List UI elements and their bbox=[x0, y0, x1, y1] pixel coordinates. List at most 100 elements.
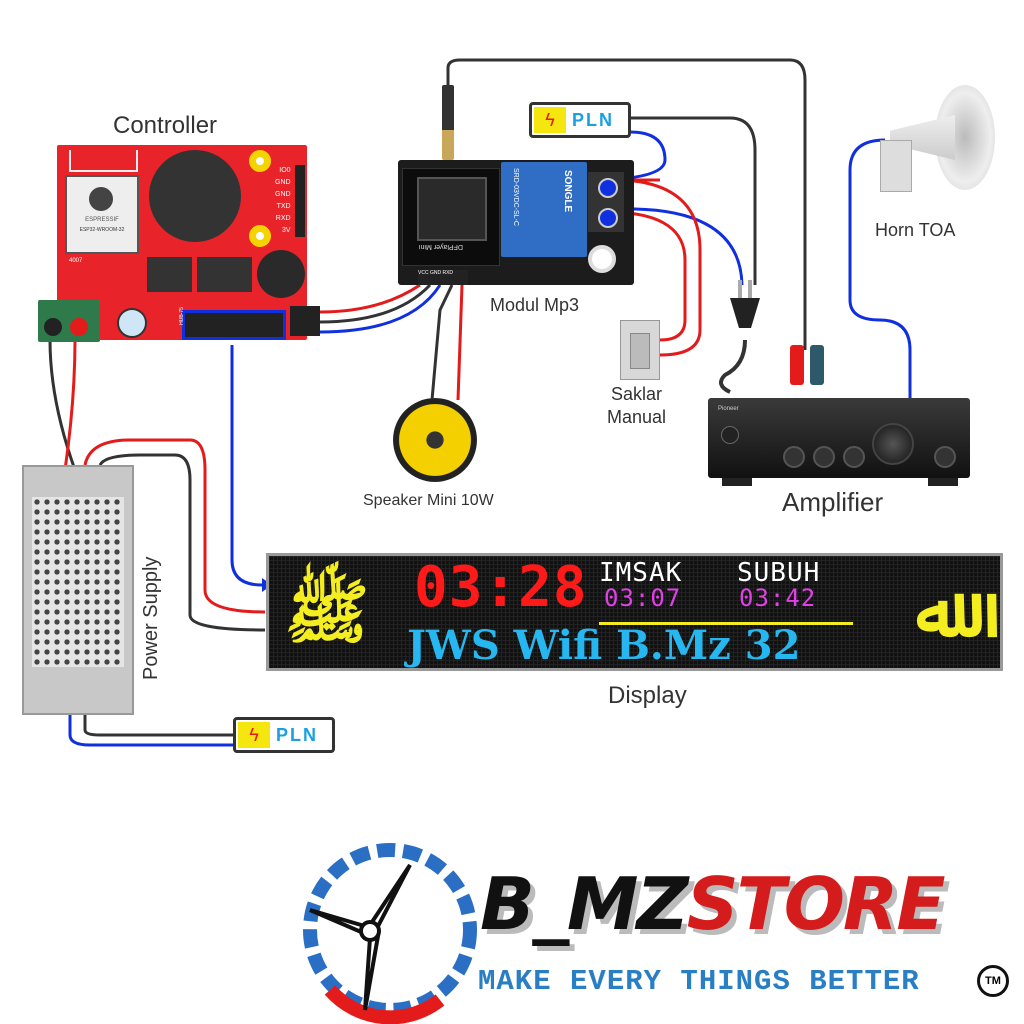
manual-switch bbox=[620, 320, 660, 380]
wire-psu-ctrl-black bbox=[48, 339, 77, 471]
brand-part1: B_MZ bbox=[480, 862, 689, 946]
buzzer bbox=[257, 250, 305, 298]
relay-model: SRD-03VDC-SL-C bbox=[512, 168, 519, 226]
ic-chip-1 bbox=[147, 257, 192, 292]
switch-label-line1: Saklar bbox=[611, 384, 663, 404]
horn-label: Horn TOA bbox=[875, 220, 956, 240]
serial-pins bbox=[290, 306, 320, 336]
wire-speaker-red bbox=[456, 284, 464, 401]
dc-terminal bbox=[38, 300, 100, 342]
mp3-board: DFPlayer Mini SONGLE SRD-03VDC-SL-C bbox=[398, 160, 634, 285]
wire-horn-blue bbox=[848, 138, 912, 400]
pin-label: RXD bbox=[442, 270, 454, 276]
pln-top: ϟ PLN bbox=[529, 102, 631, 138]
prayer2-time: 03:42 bbox=[739, 584, 817, 612]
wire-psu-pln-black bbox=[83, 712, 235, 737]
wire-psu-display-red bbox=[83, 438, 266, 614]
power-supply-label: Power Supply bbox=[140, 556, 162, 680]
pln-logo-icon: ϟ bbox=[238, 722, 270, 748]
power-plug bbox=[730, 280, 760, 330]
pln-bottom-label: PLN bbox=[276, 725, 318, 745]
mount-hole-1 bbox=[249, 150, 271, 172]
sd-card-slot bbox=[417, 177, 487, 241]
controller-label: Controller bbox=[113, 112, 218, 139]
espressif-logo-icon bbox=[89, 187, 113, 211]
speaker-mini bbox=[393, 398, 477, 482]
display-label: Display bbox=[608, 682, 687, 709]
pln-top-label: PLN bbox=[572, 110, 614, 130]
divider-line bbox=[599, 622, 853, 625]
brand-name: B_MZSTORE bbox=[480, 862, 946, 946]
brand-part2: STORE bbox=[686, 862, 946, 946]
prayer2-name: SUBUH bbox=[737, 558, 821, 588]
dfplayer: DFPlayer Mini bbox=[402, 168, 500, 266]
module-text: ESP32-WROOM-32 bbox=[79, 227, 125, 233]
prayer1-time: 03:07 bbox=[604, 584, 682, 612]
knob-balance bbox=[843, 446, 865, 468]
amp-brand: Pioneer bbox=[718, 406, 739, 412]
horn-speaker bbox=[880, 85, 1000, 195]
tagline: MAKE EVERY THINGS BETTER bbox=[478, 965, 920, 998]
pin-label: TXD bbox=[276, 203, 291, 210]
pln-bottom: ϟ PLN bbox=[233, 717, 335, 753]
pin-label: RXD bbox=[275, 215, 291, 222]
pln-logo-icon: ϟ bbox=[534, 107, 566, 133]
hub75-header bbox=[182, 310, 286, 340]
pin-label: GND bbox=[275, 179, 291, 186]
calligraphy-allah-icon: ﷲ bbox=[915, 571, 957, 653]
clock-time: 03:28 bbox=[414, 555, 588, 620]
switch-label-line2: Manual bbox=[607, 407, 667, 427]
prayer1-name: IMSAK bbox=[599, 558, 683, 588]
wire-hub75-blue bbox=[230, 345, 263, 587]
led-display: ﷺ 03:28 IMSAK 03:07 SUBUH 03:42 JWS Wifi… bbox=[266, 553, 1003, 671]
wire-ctrl-mp3-red bbox=[319, 283, 421, 314]
psu-vent-grid bbox=[32, 497, 124, 667]
speaker-label: Speaker Mini 10W bbox=[363, 492, 494, 509]
espressif-text: ESPRESSIF bbox=[85, 217, 119, 223]
trademark-badge: TM bbox=[977, 965, 1009, 997]
mp3-label: Modul Mp3 bbox=[490, 295, 580, 315]
volume-knob bbox=[872, 423, 914, 465]
screw-terminal-2 bbox=[588, 202, 624, 232]
power-supply bbox=[22, 465, 134, 715]
wire-pln-black bbox=[630, 116, 757, 285]
scroll-text: JWS Wifi B.Mz 32 bbox=[407, 622, 801, 669]
amp-foot bbox=[722, 478, 752, 486]
knob-bass bbox=[783, 446, 805, 468]
battery-holder bbox=[149, 150, 241, 242]
wire-switch-red-2 bbox=[599, 210, 687, 342]
input-selector-knob bbox=[934, 446, 956, 468]
switch-label: Saklar Manual bbox=[607, 383, 666, 429]
wire-audio-cable bbox=[446, 58, 807, 350]
pin-header bbox=[295, 165, 305, 237]
screw-terminal-1 bbox=[588, 172, 624, 202]
amp-foot bbox=[928, 478, 958, 486]
pin-labels: IO0 GND GND TXD RXD 3V bbox=[275, 165, 291, 237]
wire-switch-red-1 bbox=[599, 178, 702, 357]
power-knob bbox=[721, 426, 739, 444]
audio-jack bbox=[442, 85, 454, 160]
wire-psu-pln-blue bbox=[68, 715, 235, 747]
ic-chip-2 bbox=[197, 257, 252, 292]
wire-speaker-black bbox=[430, 284, 454, 401]
rca-plugs bbox=[790, 345, 830, 390]
pin-label: 3V bbox=[282, 227, 291, 234]
relay: SONGLE SRD-03VDC-SL-C bbox=[501, 162, 587, 257]
calligraphy-muhammad-icon: ﷺ bbox=[284, 571, 370, 653]
dfplayer-text: DFPlayer Mini bbox=[419, 243, 463, 250]
knob-treble bbox=[813, 446, 835, 468]
relay-brand: SONGLE bbox=[562, 170, 573, 213]
esp32-module: ESPRESSIF ESP32-WROOM-32 bbox=[65, 175, 139, 254]
hub75-label: HUB-75 bbox=[178, 307, 185, 325]
mp3-pin-header: VCC GND RXD bbox=[418, 270, 468, 285]
wire-psu-ctrl-red bbox=[63, 339, 77, 471]
wire-ctrl-mp3-black bbox=[319, 283, 432, 324]
diode-label: 4007 bbox=[69, 258, 83, 264]
mount-hole bbox=[588, 245, 616, 273]
pin-label: GND bbox=[429, 270, 442, 276]
capacitor bbox=[117, 308, 147, 338]
pin-label: VCC bbox=[418, 270, 429, 276]
pin-label: GND bbox=[275, 191, 291, 198]
mount-hole-2 bbox=[249, 225, 271, 247]
